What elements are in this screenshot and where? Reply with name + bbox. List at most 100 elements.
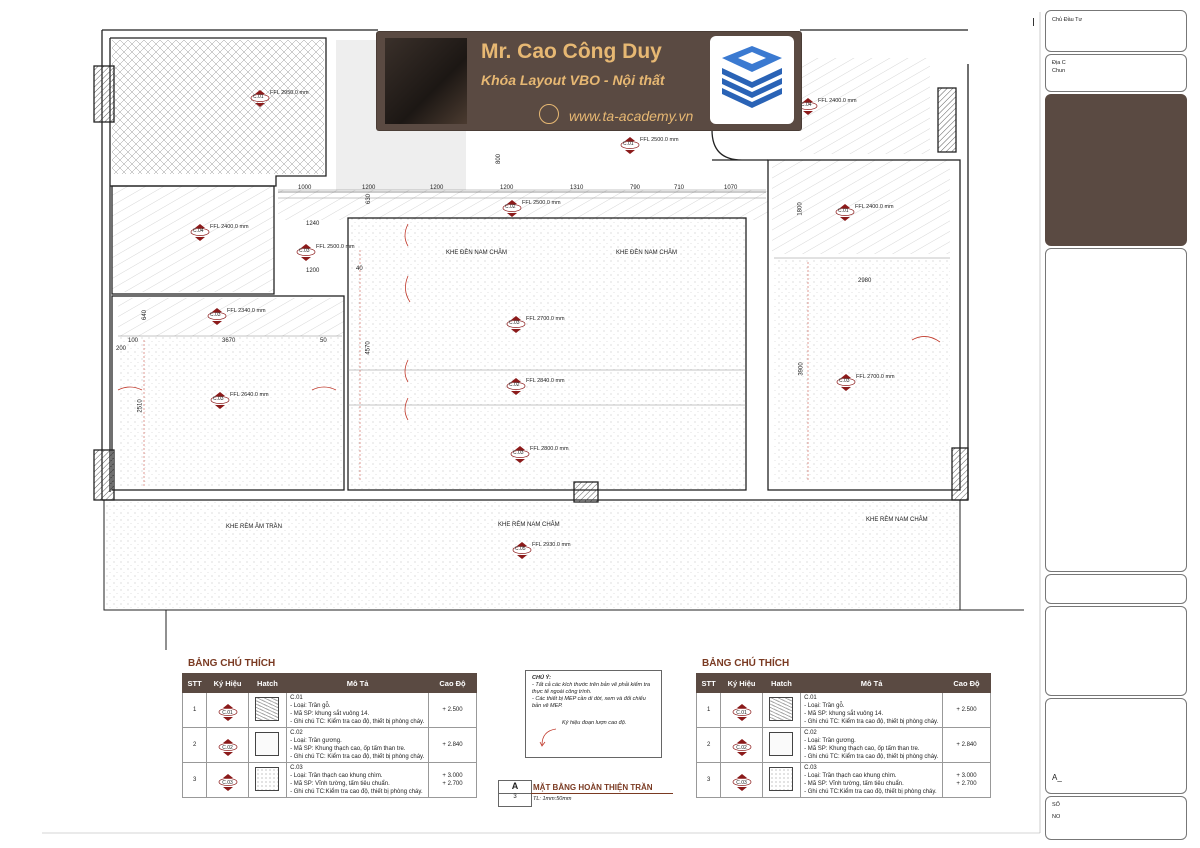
dim-label: 1200 (430, 185, 444, 191)
ceiling-tag-code: C.02 (509, 382, 520, 388)
legend-stt: 1 (695, 692, 722, 728)
legend-code-cell: C.03 (720, 762, 763, 798)
no-label: NO (1052, 814, 1061, 820)
legend-code: C.03 (736, 780, 747, 786)
legend-height: + 2.840 (428, 727, 477, 763)
dim-label: 1800 (797, 202, 804, 216)
legend-code-cell: C.01 (720, 692, 763, 728)
ceiling-tag-symbol (506, 316, 526, 333)
sheet-box: A_ (1045, 698, 1187, 794)
legend-header: STT (695, 673, 722, 693)
legend-header: Ký Hiệu (206, 673, 249, 693)
callout-label: KHE ĐÈN NAM CHÂM (616, 250, 678, 256)
legend-hatch-cell (247, 727, 288, 763)
dim-label: 40 (356, 266, 363, 272)
legend-desc-line: - Ghi chú TC: Kiểm tra cao độ, thiết bị … (804, 719, 939, 725)
legend-header: Hatch (247, 673, 288, 693)
legend-stt: 3 (181, 762, 208, 798)
dim-label: 4570 (365, 341, 372, 355)
callout-label: KHE RÈM ÂM TRẦN (226, 524, 282, 530)
ceiling-tag-ffl: FFL 2840.0 mm (526, 378, 565, 384)
hatch-swatch (769, 732, 794, 756)
ceiling-tag-code: C.01 (623, 141, 634, 147)
info-box (1045, 574, 1187, 604)
ceiling-tag-symbol (296, 244, 316, 261)
note-symbol-label: Ký hiệu đoạn lượn cao độ. (562, 720, 627, 726)
course-title: Khóa Layout VBO - Nội thất (481, 72, 665, 88)
hatch-swatch (769, 697, 794, 721)
ceiling-tag-ffl: FFL 2930.0 mm (532, 542, 571, 548)
legend-desc-line: - Loại: Trần thạch cao khung chìm. (290, 773, 383, 779)
ceiling-tag-ffl: FFL 2400.0 mm (210, 224, 249, 230)
ceiling-tag-symbol (218, 774, 237, 791)
hatch-swatch (255, 732, 280, 756)
legend-description: C.02- Loại: Trần gương.- Mã SP: Khung th… (286, 727, 430, 763)
legend-description: C.03- Loại: Trần thạch cao khung chìm.- … (286, 762, 430, 798)
legend-stt: 2 (695, 727, 722, 763)
legend-header: Cao Độ (942, 673, 991, 693)
legend-hatch-cell (761, 727, 802, 763)
author-photo (385, 38, 467, 124)
owner-box: Chủ Đầu Tư (1045, 10, 1187, 52)
ceiling-tag-code: C.01 (838, 208, 849, 214)
ceiling-tag-ffl: FFL 2500.0 mm (316, 244, 355, 250)
dim-label: 2510 (137, 399, 144, 413)
ceiling-tag-code: C.01 (253, 94, 264, 100)
ceiling-tag-ffl: FFL 2500.0 mm (640, 137, 679, 143)
legend-desc-line: C.01 (290, 695, 303, 701)
hatch-swatch (769, 767, 794, 791)
legend-description: C.01- Loại: Trần gỗ.- Mã SP: khung sắt v… (286, 692, 430, 728)
ceiling-tag-symbol (502, 200, 522, 217)
ceiling-tag-code: C.02 (505, 204, 516, 210)
author-name: Mr. Cao Công Duy (481, 40, 662, 63)
legend-desc-line: - Loại: Trần gỗ. (804, 703, 845, 709)
curve-arrow-icon (539, 728, 557, 747)
address-label: Địa C (1052, 60, 1066, 66)
dim-label: 2980 (858, 278, 872, 284)
sheet-code: A_ (1052, 773, 1062, 782)
legend-stt: 2 (181, 727, 208, 763)
legend-header: Ký Hiệu (720, 673, 763, 693)
legend-header: STT (181, 673, 208, 693)
legend-description: C.02- Loại: Trần gương.- Mã SP: Khung th… (800, 727, 944, 763)
legend-desc-line: - Mã SP: Vĩnh tường, tấm tiêu chuẩn. (290, 781, 390, 787)
dim-label: 630 (366, 193, 373, 205)
ceiling-tag-symbol (732, 739, 751, 756)
legend-desc-line: - Ghi chú TC: Kiểm tra cao độ, thiết bị … (290, 754, 425, 760)
hatch-swatch (255, 697, 280, 721)
legend-desc-line: C.02 (290, 730, 303, 736)
ceiling-tag-code: C.04 (801, 102, 812, 108)
dim-label: 3900 (798, 362, 805, 376)
dim-label: 800 (496, 153, 503, 165)
legend-code-cell: C.02 (206, 727, 249, 763)
signature-box (1045, 606, 1187, 696)
ceiling-tag-code: C.05 (515, 546, 526, 552)
dim-label: 1200 (362, 185, 376, 191)
ceiling-tag: C.02 FFL 2840.0 mm (506, 378, 565, 401)
ceiling-tag-ffl: FFL 2700.0 mm (856, 374, 895, 380)
ceiling-tag-ffl: FFL 2800.0 mm (530, 446, 569, 452)
legend-desc-line: C.03 (804, 765, 817, 771)
ceiling-tag-symbol (512, 542, 532, 559)
legend-desc-line: - Mã SP: khung sắt vuông 14. (804, 711, 884, 717)
dim-label: 710 (674, 185, 685, 191)
drawing-title-symbol: A 3 (498, 780, 532, 807)
ceiling-tag-symbol (207, 308, 227, 325)
ceiling-tag-symbol (218, 739, 237, 756)
legend-title: BẢNG CHÚ THÍCH (702, 658, 790, 669)
legend-header: Mô Tả (286, 673, 430, 693)
callout-label: KHE RÈM NAM CHÂM (498, 522, 560, 528)
so-label: SỐ (1052, 802, 1060, 808)
drawing-title: MẶT BẰNG HOÀN THIỆN TRẦN (533, 783, 653, 792)
